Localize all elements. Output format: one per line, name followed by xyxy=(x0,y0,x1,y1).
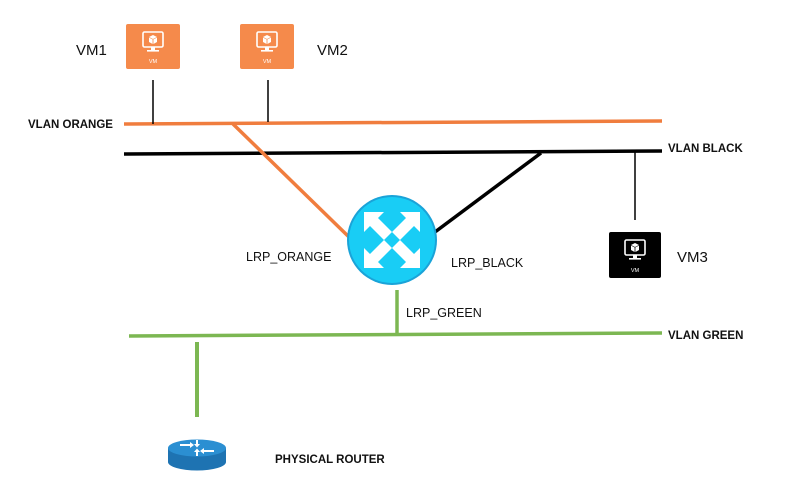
vm3-badge: VM xyxy=(631,268,640,274)
vlan-orange-line xyxy=(123,119,663,126)
router-arrows-icon xyxy=(364,212,420,268)
vm1-badge: VM xyxy=(149,59,158,65)
lrp-black-label: LRP_BLACK xyxy=(451,256,524,270)
vm2-label: VM2 xyxy=(317,42,348,59)
logical-router[interactable] xyxy=(347,195,437,285)
vlan-black-label: VLAN BLACK xyxy=(668,143,743,155)
vm2-badge: VM xyxy=(263,59,272,65)
lrp-orange-label: LRP_ORANGE xyxy=(246,250,331,264)
vm-monitor-icon xyxy=(256,31,278,52)
lrp-green-label: LRP_GREEN xyxy=(406,306,482,320)
physical-router-icon xyxy=(180,440,214,456)
lrp-orange-link xyxy=(231,122,352,240)
vm2-box[interactable]: VM xyxy=(240,24,294,69)
vm1-box[interactable]: VM xyxy=(126,24,180,69)
vlan-green-label: VLAN GREEN xyxy=(668,330,743,342)
vm-monitor-icon xyxy=(624,239,646,260)
lrp-black-link xyxy=(433,151,543,234)
vm3-label: VM3 xyxy=(677,249,708,266)
vm3-box[interactable]: VM xyxy=(609,232,661,278)
vm-monitor-icon xyxy=(142,31,164,52)
vlan-black-line xyxy=(123,149,663,156)
vm1-label: VM1 xyxy=(76,42,107,59)
vlan-orange-label: VLAN ORANGE xyxy=(28,119,113,131)
physical-router[interactable] xyxy=(168,439,226,471)
physical-router-label: PHYSICAL ROUTER xyxy=(275,454,385,466)
